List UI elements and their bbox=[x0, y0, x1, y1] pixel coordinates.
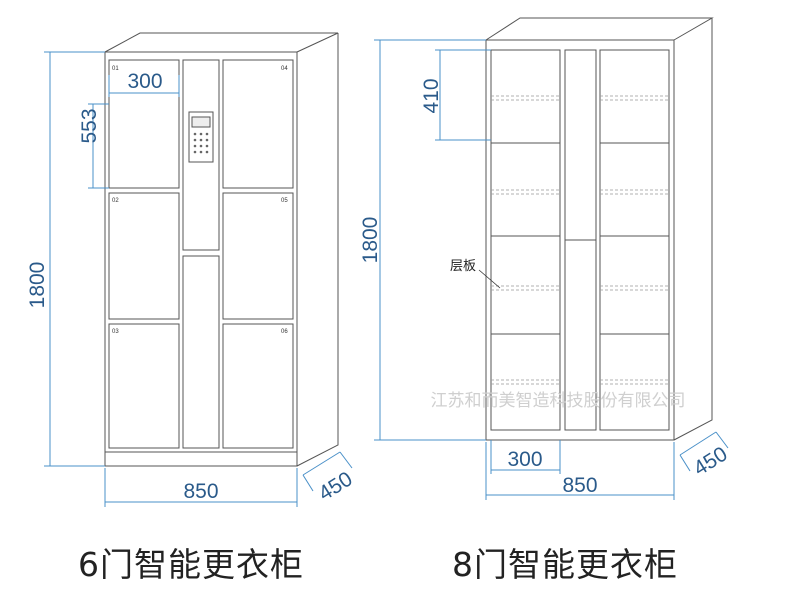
shelf-label-leader bbox=[478, 269, 501, 289]
left-cabinet-top bbox=[104, 32, 339, 53]
keypad-icon bbox=[188, 111, 214, 163]
locker-door bbox=[108, 323, 180, 449]
left-door-column bbox=[490, 49, 561, 431]
door-number-05: 05 bbox=[281, 198, 288, 204]
left-cabinet bbox=[104, 32, 339, 467]
left-dimension-lines bbox=[44, 51, 353, 507]
right-dimension-lines bbox=[374, 39, 729, 500]
right-door-column bbox=[599, 49, 670, 431]
right-cabinet-side bbox=[673, 18, 713, 441]
right-shelf-gap-dimension: 410 bbox=[420, 78, 443, 113]
left-depth-dimension: 450 bbox=[315, 467, 357, 505]
right-cabinet-top bbox=[485, 17, 714, 41]
door-number-02: 02 bbox=[112, 198, 119, 204]
keypad-screen bbox=[191, 116, 211, 128]
locker-door bbox=[222, 59, 294, 189]
left-caption: 6门智能更衣柜 bbox=[78, 545, 304, 584]
right-cabinet-body bbox=[485, 39, 675, 441]
door-number-06: 06 bbox=[281, 329, 288, 335]
left-cabinet-body bbox=[104, 51, 298, 467]
locker-door bbox=[222, 323, 294, 449]
right-width-dimension: 850 bbox=[562, 474, 597, 497]
right-door-width-dimension: 300 bbox=[507, 448, 542, 471]
keypad-buttons bbox=[193, 132, 209, 154]
left-door-width-dimension: 300 bbox=[127, 70, 162, 93]
control-panel bbox=[182, 59, 220, 251]
left-door-height-dimension: 553 bbox=[78, 108, 101, 143]
door-number-04: 04 bbox=[281, 66, 288, 72]
locker-door bbox=[222, 192, 294, 320]
right-depth-dimension: 450 bbox=[690, 442, 732, 480]
left-cabinet-side bbox=[296, 33, 339, 467]
left-width-dimension: 850 bbox=[183, 480, 218, 503]
door-number-01: 01 bbox=[112, 66, 119, 72]
shelf-label: 层板 bbox=[450, 259, 476, 274]
door-number-03: 03 bbox=[112, 329, 119, 335]
right-cabinet bbox=[485, 17, 714, 441]
shelf-boards bbox=[491, 95, 669, 385]
locker-door bbox=[108, 59, 180, 189]
center-column bbox=[182, 255, 220, 449]
right-height-dimension: 1800 bbox=[359, 217, 382, 264]
company-watermark: 江苏和而美智造科技股份有限公司 bbox=[431, 391, 686, 411]
right-caption: 8门智能更衣柜 bbox=[452, 545, 678, 584]
left-height-dimension: 1800 bbox=[26, 262, 49, 309]
locker-door bbox=[108, 192, 180, 320]
